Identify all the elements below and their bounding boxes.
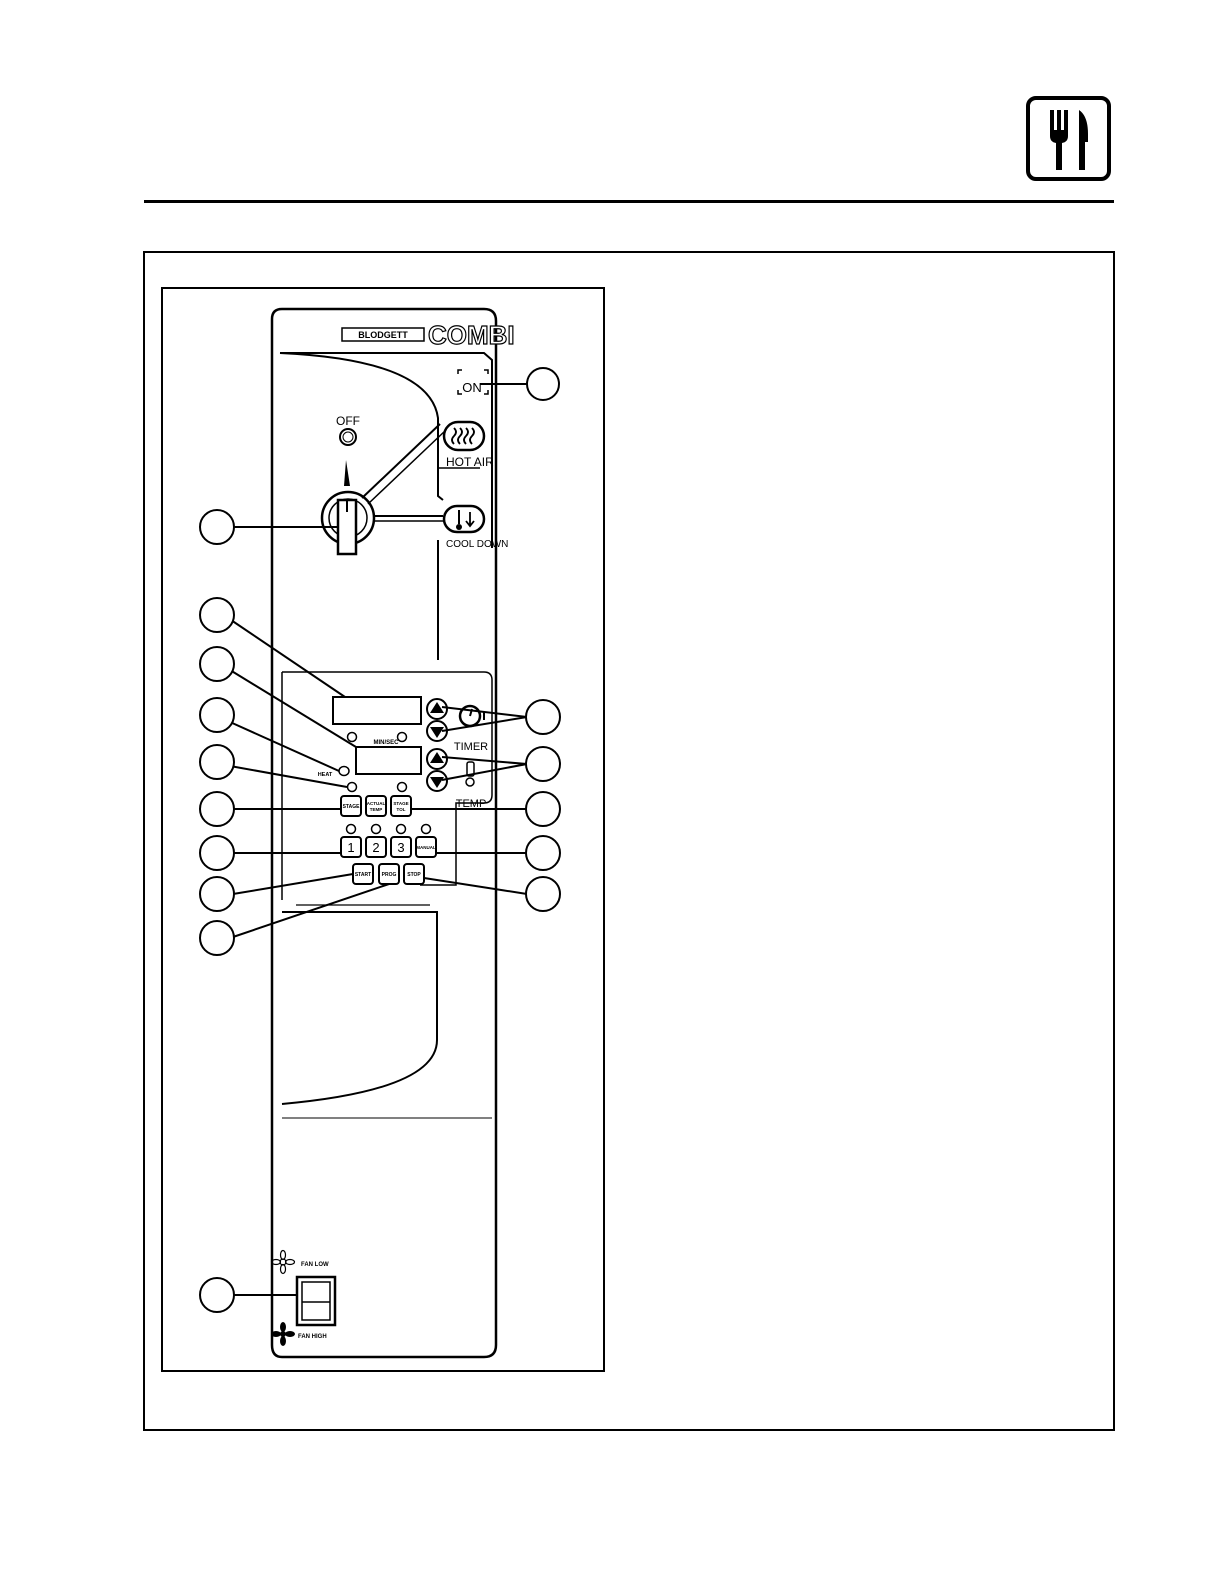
fan-speed-switch[interactable] bbox=[297, 1277, 335, 1325]
heat-indicator-light bbox=[339, 767, 349, 776]
temp-up-button[interactable] bbox=[427, 749, 447, 769]
callout-marker bbox=[200, 647, 234, 681]
hot-air-mode-icon bbox=[444, 422, 484, 450]
timer-up-button[interactable] bbox=[427, 699, 447, 719]
callout-marker bbox=[526, 877, 560, 911]
callout-marker bbox=[200, 877, 234, 911]
fan-icon bbox=[272, 1251, 295, 1274]
console-outline bbox=[282, 672, 492, 900]
temp-down-button[interactable] bbox=[427, 771, 447, 791]
min-sec-label: MIN/SEC bbox=[373, 740, 399, 746]
brand-badge-text: BLODGETT bbox=[358, 330, 408, 340]
manual-button-label: MANUAL bbox=[416, 845, 436, 850]
callout-marker bbox=[200, 1278, 234, 1312]
callout-marker bbox=[526, 700, 560, 734]
actual-temp-label-2: TEMP bbox=[370, 807, 383, 812]
callout-marker bbox=[200, 921, 234, 955]
program-1-indicator-light bbox=[347, 825, 356, 834]
fan-high-label: FAN HIGH bbox=[298, 1334, 327, 1340]
stage-indicator-light bbox=[348, 783, 357, 792]
callout-marker bbox=[200, 598, 234, 632]
stage-tol-button[interactable]: STAGE TOL bbox=[391, 796, 411, 816]
timer-display bbox=[333, 697, 421, 724]
lower-region-outline bbox=[282, 912, 437, 1104]
hot-air-label: HOT AIR bbox=[446, 455, 494, 469]
actual-temp-button[interactable]: ACTUAL TEMP bbox=[366, 796, 386, 816]
stage-button[interactable]: STAGE bbox=[341, 796, 361, 816]
start-button[interactable]: START bbox=[353, 864, 373, 884]
stage-tol-label-1: STAGE bbox=[393, 801, 408, 806]
stage-tol-label-2: TOL bbox=[397, 807, 406, 812]
mode-selector-knob[interactable] bbox=[322, 424, 446, 554]
stage-tol-indicator-light bbox=[398, 783, 407, 792]
program-1-label: 1 bbox=[347, 840, 354, 855]
program-3-button[interactable]: 3 bbox=[391, 837, 411, 857]
off-indicator-light bbox=[340, 429, 356, 445]
stop-button[interactable]: STOP bbox=[404, 864, 424, 884]
callout-marker bbox=[200, 510, 234, 544]
program-2-indicator-light bbox=[372, 825, 381, 834]
switch-off-label: OFF bbox=[336, 414, 360, 428]
callout-marker bbox=[527, 368, 559, 400]
start-button-label: START bbox=[355, 872, 371, 878]
stop-button-label: STOP bbox=[407, 872, 421, 878]
hours-indicator-light bbox=[348, 733, 357, 742]
switch-on-label: ON bbox=[462, 380, 482, 395]
thermometer-down-icon bbox=[444, 506, 484, 532]
callout-marker bbox=[200, 836, 234, 870]
program-3-indicator-light bbox=[397, 825, 406, 834]
brand-name: COMBI bbox=[428, 320, 515, 350]
actual-temp-label-1: ACTUAL bbox=[367, 801, 386, 806]
callout-marker bbox=[526, 836, 560, 870]
fan-low-label: FAN LOW bbox=[301, 1262, 329, 1268]
program-1-button[interactable]: 1 bbox=[341, 837, 361, 857]
timer-label: TIMER bbox=[454, 741, 488, 753]
callout-marker bbox=[526, 792, 560, 826]
program-2-label: 2 bbox=[372, 840, 379, 855]
program-3-label: 3 bbox=[397, 840, 404, 855]
callout-marker bbox=[200, 792, 234, 826]
heat-label: HEAT bbox=[318, 772, 333, 778]
fan-high-icon bbox=[271, 1322, 295, 1346]
cool-down-label: COOL DOWN bbox=[446, 539, 508, 550]
prog-button[interactable]: PROG bbox=[379, 864, 399, 884]
manual-button[interactable]: MANUAL bbox=[416, 837, 436, 857]
stage-button-label: STAGE bbox=[343, 804, 361, 810]
temperature-display bbox=[356, 747, 421, 774]
callout-marker bbox=[200, 698, 234, 732]
manual-indicator-light bbox=[422, 825, 431, 834]
callout-marker bbox=[526, 747, 560, 781]
callout-marker bbox=[200, 745, 234, 779]
prog-button-label: PROG bbox=[382, 872, 397, 878]
min-sec-indicator-light bbox=[398, 733, 407, 742]
program-2-button[interactable]: 2 bbox=[366, 837, 386, 857]
callout-markers bbox=[200, 368, 560, 1312]
